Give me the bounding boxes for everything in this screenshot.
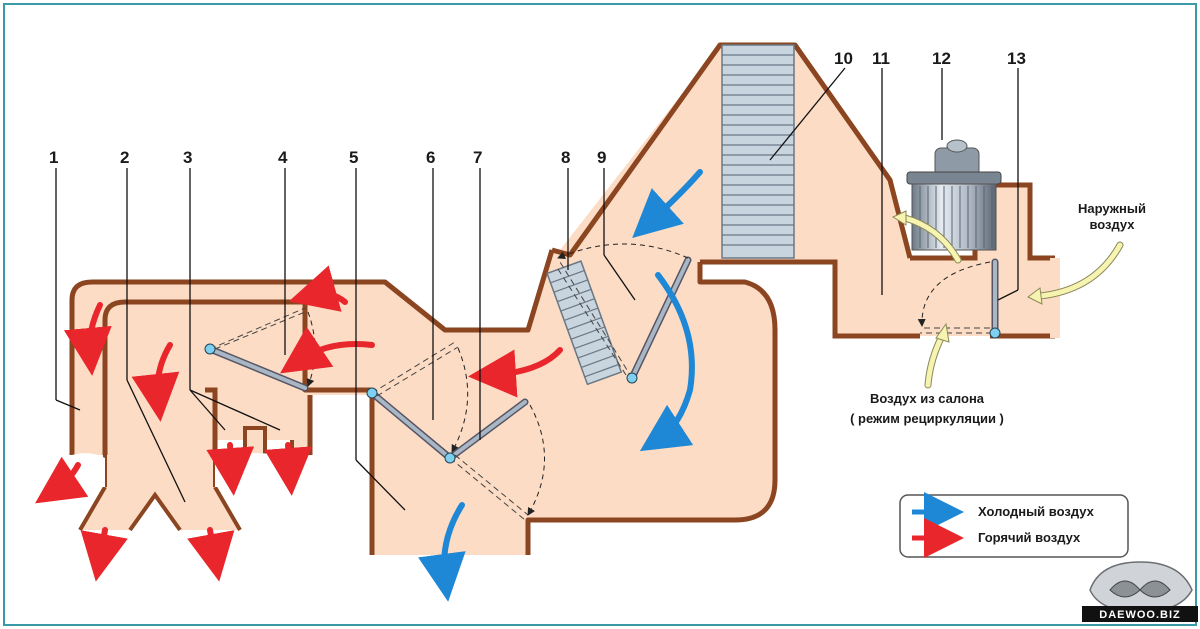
callout-7: 7 bbox=[473, 148, 482, 167]
daewoo-logo-watermark: DAEWOO.BIZ bbox=[1082, 561, 1198, 622]
intake-air-arrows bbox=[891, 210, 1124, 389]
mixing-chamber bbox=[369, 262, 778, 555]
intake-box bbox=[700, 182, 1060, 339]
callout-12: 12 bbox=[932, 49, 951, 68]
leader-lines bbox=[55, 67, 1019, 511]
evaporator-core bbox=[721, 44, 795, 259]
callout-10: 10 bbox=[834, 49, 853, 68]
callout-3: 3 bbox=[183, 148, 192, 167]
cold-air-arrows bbox=[418, 169, 703, 602]
cabin-air-label-line1: Воздух из салона bbox=[870, 391, 985, 406]
callout-9: 9 bbox=[597, 148, 606, 167]
legend: Холодный воздух Горячий воздух bbox=[899, 492, 1129, 558]
callout-8: 8 bbox=[561, 148, 570, 167]
outside-air-label-line2: воздух bbox=[1089, 217, 1135, 232]
callout-1: 1 bbox=[49, 148, 58, 167]
watermark-text: DAEWOO.BIZ bbox=[1099, 609, 1181, 621]
callout-6: 6 bbox=[426, 148, 435, 167]
legend-cold-label: Холодный воздух bbox=[978, 504, 1095, 519]
callout-numbers: 1 2 3 4 5 6 7 8 9 10 11 12 13 bbox=[49, 49, 1026, 167]
callout-5: 5 bbox=[349, 148, 358, 167]
legend-hot-label: Горячий воздух bbox=[978, 530, 1081, 545]
callout-4: 4 bbox=[278, 148, 288, 167]
picture-frame bbox=[3, 3, 1197, 626]
hot-air-arrows bbox=[35, 265, 563, 582]
flaps bbox=[204, 243, 1001, 521]
callout-2: 2 bbox=[120, 148, 129, 167]
cabin-air-label-line2: ( режим рециркуляции ) bbox=[850, 411, 1004, 426]
callout-11: 11 bbox=[872, 49, 890, 68]
callout-13: 13 bbox=[1007, 49, 1026, 68]
outside-air-label-line1: Наружный bbox=[1078, 201, 1146, 216]
blower-fan bbox=[906, 139, 1002, 251]
heater-core bbox=[546, 260, 623, 386]
